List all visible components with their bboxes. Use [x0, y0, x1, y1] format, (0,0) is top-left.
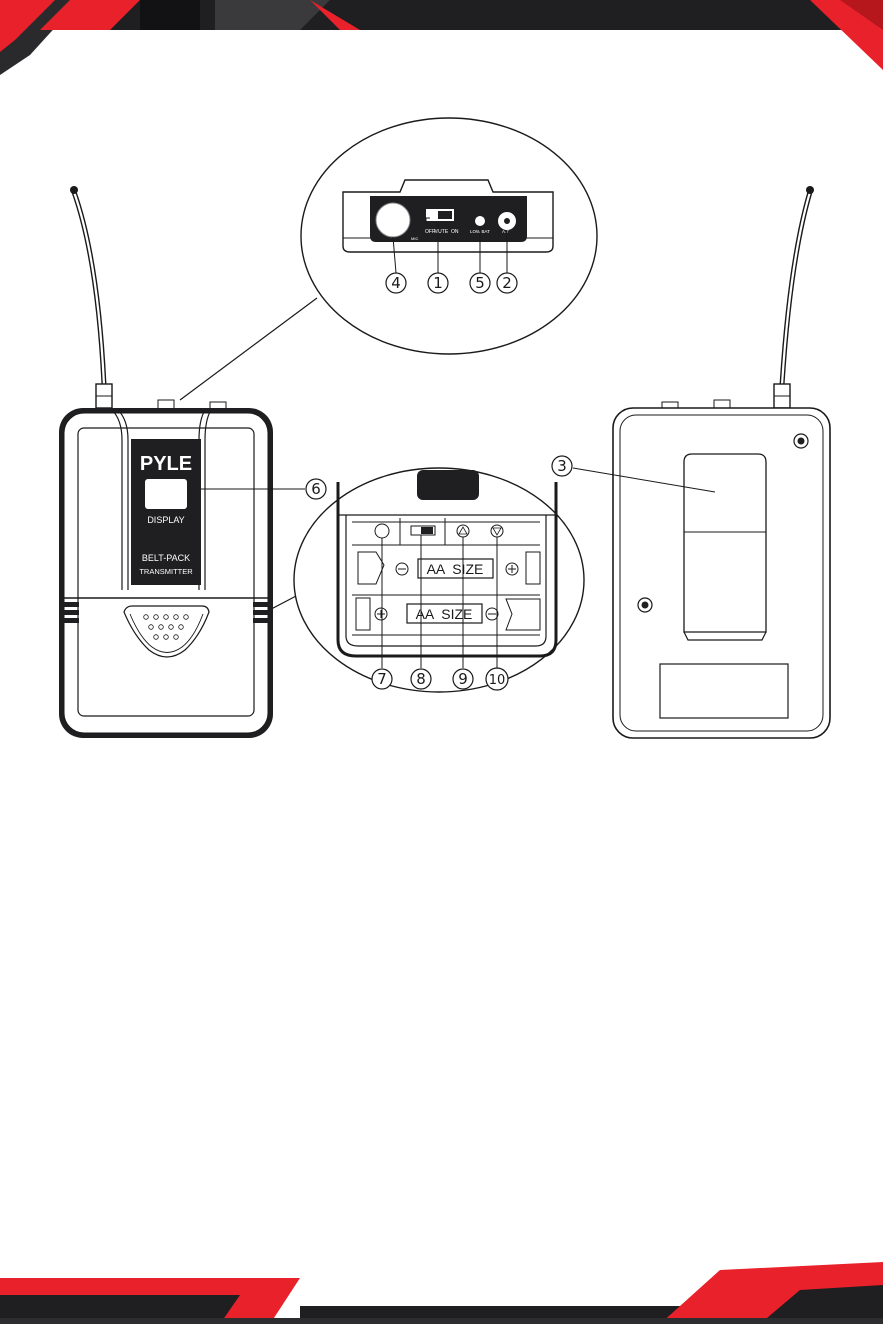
callout-6: 6	[306, 479, 326, 499]
svg-text:9: 9	[458, 670, 468, 688]
transmitter-front-view: PYLE DISPLAY BELT-PACK TRANSMITTER	[59, 186, 305, 738]
callout-1: 1	[428, 273, 448, 293]
svg-text:1: 1	[433, 274, 443, 292]
svg-text:7: 7	[377, 670, 387, 688]
power-button-icon	[375, 524, 389, 538]
header-band	[0, 0, 883, 75]
callout-5: 5	[470, 273, 490, 293]
switch-label-on: ON	[451, 229, 459, 235]
svg-text:4: 4	[391, 274, 401, 292]
callout-8: 8	[411, 669, 431, 689]
transmitter-label: TRANSMITTER	[139, 567, 193, 576]
switch-label-mute: MUTE	[434, 229, 449, 235]
callout-7: 7	[372, 669, 392, 689]
mic-label: MIC	[411, 236, 418, 241]
top-panel-zoom: OFF MUTE ON MIC LOW BAT A.T	[301, 118, 597, 354]
svg-text:5: 5	[475, 274, 485, 292]
battery-compartment-zoom: AA SIZE AA SIZE	[294, 468, 584, 692]
aa-size-label-upper: AA SIZE	[427, 561, 484, 577]
antenna-right	[782, 192, 810, 385]
aa-size-label-lower: AA SIZE	[416, 606, 473, 622]
callout-10: 10	[486, 668, 508, 690]
svg-text:6: 6	[311, 480, 321, 498]
svg-text:3: 3	[557, 457, 567, 475]
belt-clip	[684, 454, 766, 632]
belt-pack-label: BELT-PACK	[142, 553, 190, 563]
svg-text:10: 10	[489, 673, 506, 688]
callout-3: 3	[552, 456, 572, 476]
antenna-label: A.T	[502, 229, 509, 234]
display-window	[145, 479, 187, 509]
mic-jack-icon	[376, 203, 410, 237]
svg-text:8: 8	[416, 670, 426, 688]
antenna-left	[74, 192, 104, 385]
callout-9: 9	[453, 669, 473, 689]
footer-band	[0, 1262, 883, 1324]
transmitter-rear-view	[573, 186, 830, 738]
callout-2: 2	[497, 273, 517, 293]
low-bat-led-icon	[475, 216, 485, 226]
display-label: DISPLAY	[147, 515, 184, 525]
svg-text:2: 2	[502, 274, 512, 292]
callout-4: 4	[386, 273, 406, 293]
rear-label-plate	[660, 664, 788, 718]
brand-logo: PYLE	[140, 453, 192, 475]
